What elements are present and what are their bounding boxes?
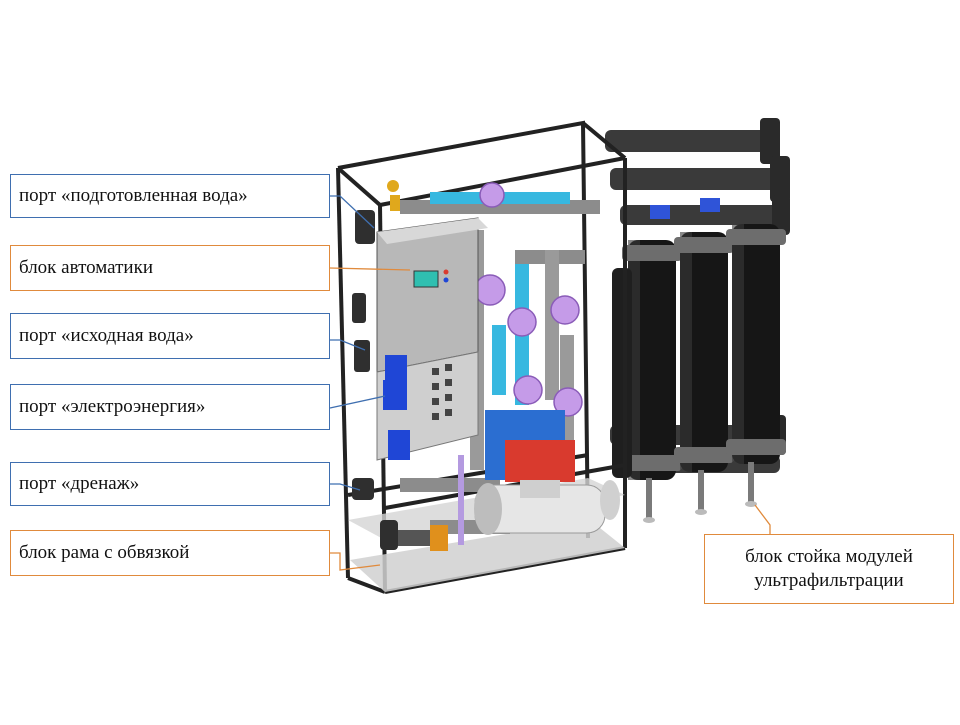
label-frame-block: блок рама с обвязкой (10, 530, 330, 576)
label-port-drainage-text: порт «дренаж» (19, 473, 140, 494)
side-ports (352, 180, 400, 550)
automation-cabinet (376, 217, 488, 373)
leader-lines (329, 195, 771, 571)
leader-port-drainage (330, 483, 361, 491)
leader-uf-rack (754, 504, 771, 535)
label-port-prepared-water: порт «подготовленная вода» (10, 174, 330, 218)
uf-filter-modules (612, 198, 786, 523)
leader-port-electricity (329, 395, 386, 409)
label-port-electricity-text: порт «электроэнергия» (19, 396, 206, 417)
label-uf-rack-line1: блок стойка модулей (745, 546, 913, 567)
pump (474, 410, 620, 535)
frame-base-lower (350, 520, 625, 592)
label-port-source-water: порт «исходная вода» (10, 313, 330, 359)
terminal-panel (376, 351, 479, 461)
label-uf-rack: блок стойка модулей ультрафильтрации (704, 534, 954, 604)
label-frame-block-text: блок рама с обвязкой (19, 542, 190, 563)
label-port-source-water-text: порт «исходная вода» (19, 325, 194, 346)
label-port-drainage: порт «дренаж» (10, 462, 330, 506)
label-port-electricity: порт «электроэнергия» (10, 384, 330, 430)
label-automation-block-text: блок автоматики (19, 257, 153, 278)
leader-frame-block (330, 552, 381, 571)
leader-port-source-water (330, 339, 366, 351)
label-uf-rack-line2: ультрафильтрации (754, 570, 904, 591)
label-automation-block: блок автоматики (10, 245, 330, 291)
valves (474, 182, 583, 417)
leader-automation-block (329, 267, 411, 271)
label-port-prepared-water-text: порт «подготовленная вода» (19, 185, 248, 206)
leader-port-prepared-water (330, 195, 375, 229)
